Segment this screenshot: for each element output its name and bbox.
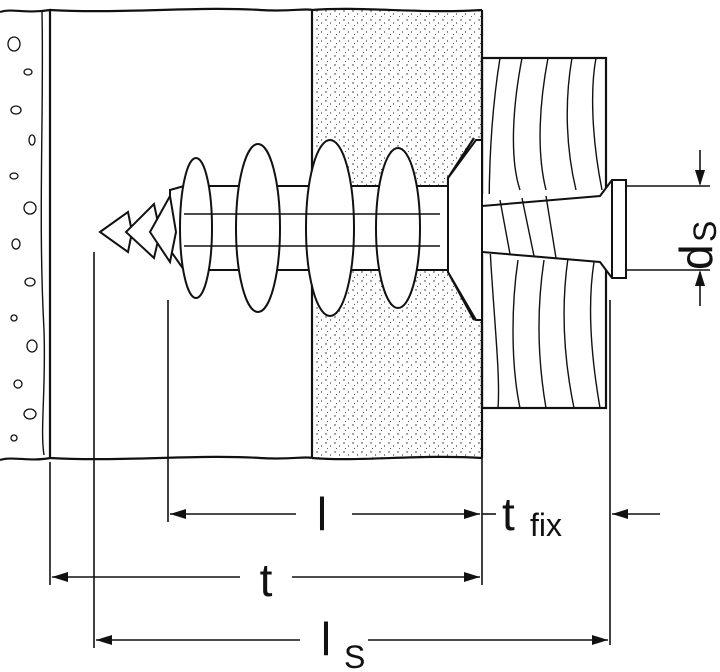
dimension-l-s: [96, 635, 608, 645]
label-d-s-main: d: [670, 244, 720, 270]
dimension-l: [170, 509, 480, 519]
label-d-s-sub: S: [687, 221, 720, 242]
dimension-t-fix: [482, 509, 660, 519]
label-l: l: [317, 488, 327, 540]
dimension-d-s: [695, 150, 705, 306]
concrete-layer: [0, 8, 52, 462]
label-d-s: d S: [670, 221, 720, 270]
wall-outline: [49, 7, 313, 461]
label-l-s-main: l: [321, 613, 331, 665]
label-l-s-sub: S: [344, 639, 365, 672]
label-t-fix-main: t: [502, 488, 515, 540]
extension-lines: [49, 185, 710, 648]
dimension-t: [52, 572, 480, 582]
label-t: t: [260, 554, 273, 606]
label-t-fix-sub: fix: [530, 507, 562, 543]
anchor-screw: [98, 139, 627, 321]
